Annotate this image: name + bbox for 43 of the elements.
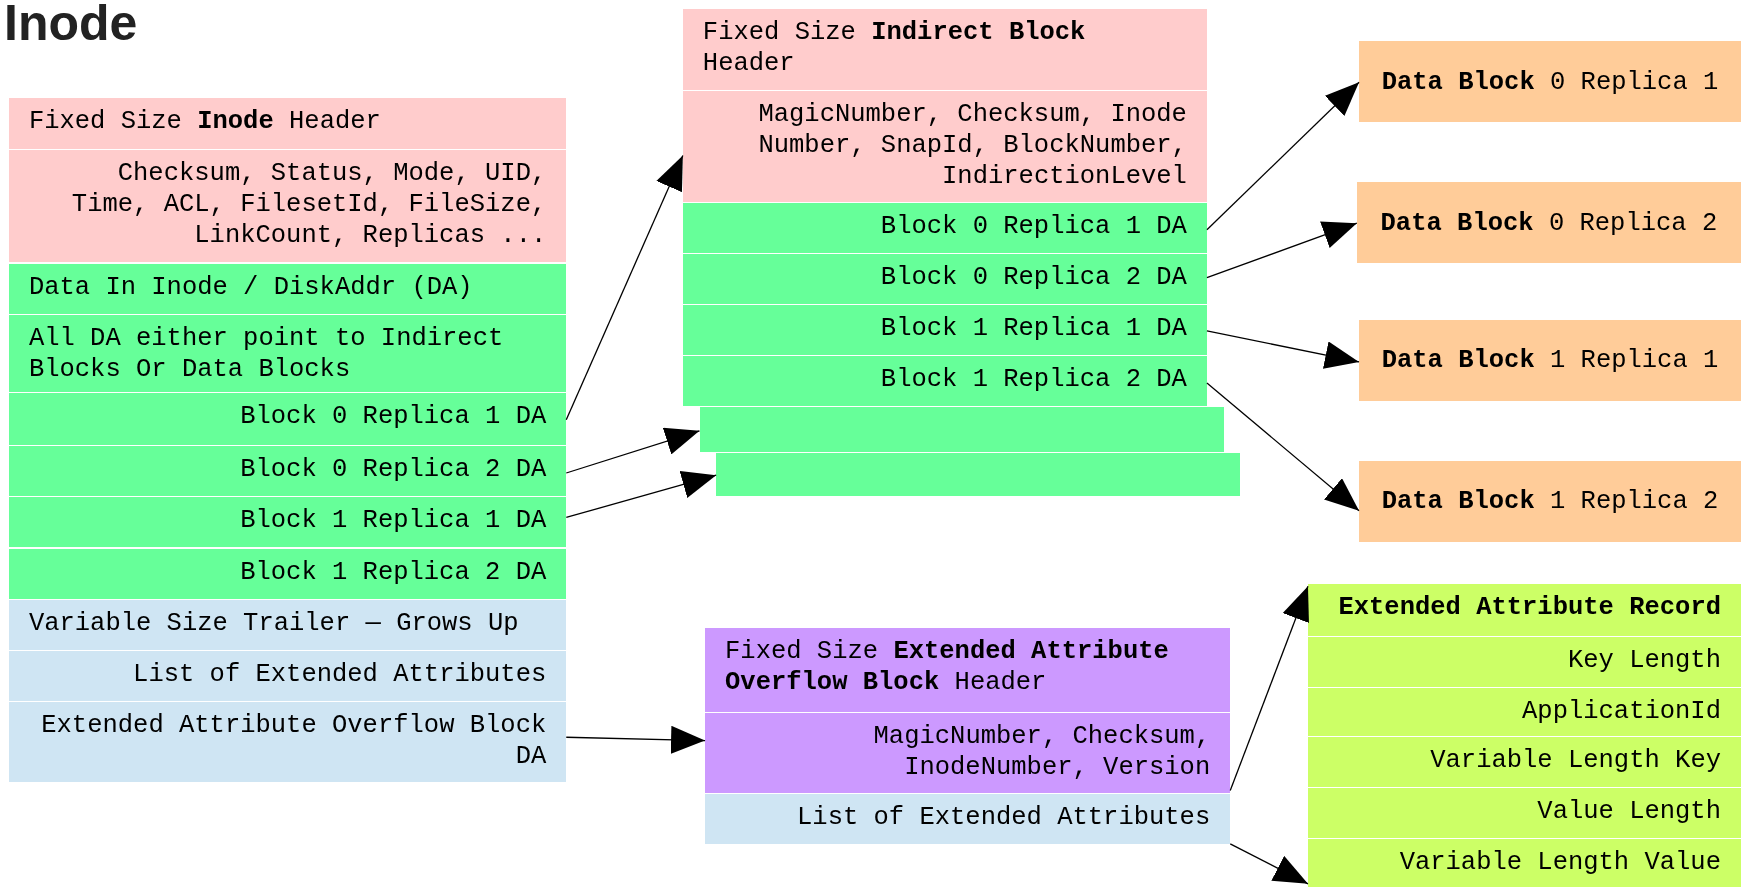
field-row: Extended Attribute Overflow Block DA (8, 701, 567, 782)
field-row: ApplicationId (1307, 688, 1741, 737)
field-row: List of Extended Attributes (8, 650, 567, 701)
stacked-block (699, 407, 1224, 452)
arrow (1206, 221, 1358, 279)
arrow (1206, 81, 1360, 231)
field-row: Block 1 Replica 2 DA (682, 356, 1207, 407)
field-row: Block 0 Replica 1 DA (682, 203, 1207, 254)
field-row: Variable Length Value (1307, 839, 1741, 888)
field-row: Block 1 Replica 1 DA (8, 497, 567, 548)
field-row: Data In Inode / DiskAddr (DA) (8, 264, 567, 315)
field-row: Variable Length Key (1307, 737, 1741, 788)
field-row: List of Extended Attributes (705, 793, 1231, 844)
stacked-block (716, 453, 1241, 497)
field-row: Block 0 Replica 2 DA (682, 254, 1207, 305)
header-row: Fixed Size Inode Header (8, 97, 567, 149)
page-title: Inode (4, 0, 138, 52)
arrow (565, 154, 684, 421)
data-block: Data Block 0 Replica 1 (1359, 41, 1741, 123)
arrow (1206, 382, 1360, 512)
field-row: Key Length (1307, 637, 1741, 688)
header-row: Fixed Size Extended Attribute Overflow Block Header (705, 628, 1231, 712)
data-block: Data Block 1 Replica 1 (1359, 319, 1741, 401)
arrow (1229, 585, 1310, 792)
field-row: Block 1 Replica 2 DA (8, 548, 567, 599)
header-row: Extended Attribute Record (1307, 584, 1741, 637)
field-row: MagicNumber, Checksum, InodeNumber, Version (705, 712, 1231, 793)
arrow (565, 725, 706, 754)
data-block: Data Block 0 Replica 2 (1356, 182, 1741, 264)
arrow (1206, 330, 1360, 369)
arrow (565, 470, 717, 519)
arrow (1229, 843, 1309, 885)
data-block: Data Block 1 Replica 2 (1359, 460, 1741, 542)
field-row: Value Length (1307, 788, 1741, 839)
field-row: All DA either point to Indirect Blocks Or Data Blocks (8, 315, 567, 393)
arrow (565, 427, 701, 474)
header-row: Fixed Size Indirect Block Header (682, 8, 1207, 91)
field-row: Checksum, Status, Mode, UID, Time, ACL, FilesetId, FileSize, LinkCount, Replicas ... (8, 149, 567, 263)
field-row: Variable Size Trailer — Grows Up (8, 599, 567, 650)
field-row: Block 1 Replica 1 DA (682, 305, 1207, 356)
field-row: Block 0 Replica 2 DA (8, 446, 567, 497)
field-row: Block 0 Replica 1 DA (8, 393, 567, 446)
field-row: MagicNumber, Checksum, Inode Number, SnapId, BlockNumber, IndirectionLevel (682, 91, 1207, 203)
